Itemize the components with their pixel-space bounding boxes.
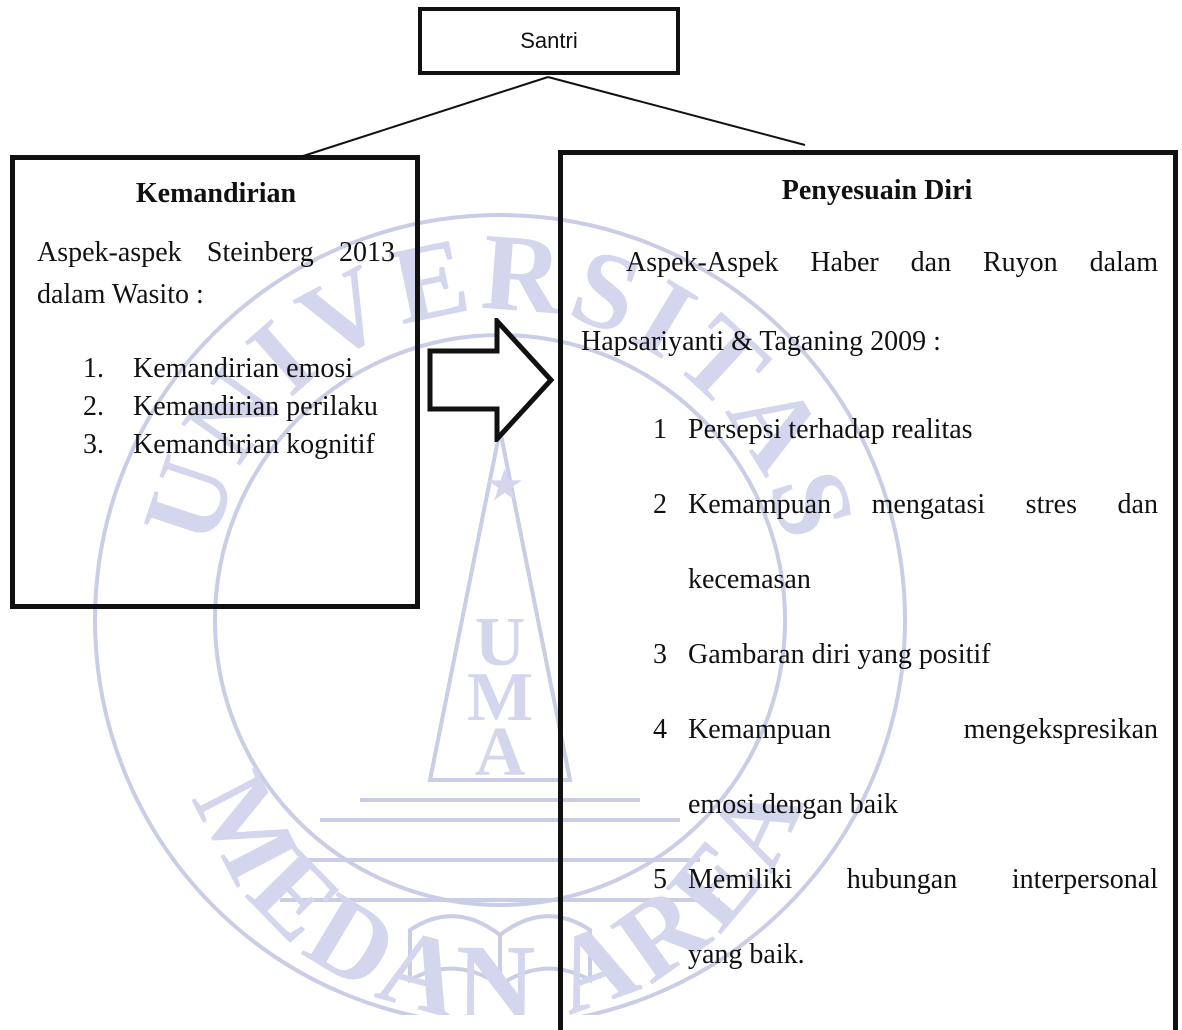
item-text: Gambaran diri yang positif bbox=[688, 639, 991, 670]
intro-line-2: Hapsariyanti & Taganing 2009 : bbox=[581, 326, 941, 357]
item-number: 4 bbox=[653, 714, 667, 745]
item-number: 2 bbox=[653, 489, 667, 520]
list-item: 1 Persepsi terhadap realitas bbox=[581, 392, 1173, 467]
item-number: 1. bbox=[83, 353, 104, 384]
item-text-continued: kecemasan bbox=[688, 564, 811, 595]
svg-text:M: M bbox=[467, 659, 533, 736]
item-text: Kemandirian kognitif bbox=[133, 429, 375, 460]
penyesuaian-diri-box: Penyesuain Diri Aspek-Aspek Haber dan Ru… bbox=[558, 150, 1178, 1030]
item-number: 3 bbox=[653, 639, 667, 670]
kemandirian-title: Kemandirian bbox=[135, 178, 297, 209]
list-item: 2. Kemandirian perilaku bbox=[37, 388, 395, 426]
svg-text:U: U bbox=[475, 604, 526, 681]
santri-label: Santri bbox=[520, 28, 578, 53]
list-item: 1. Kemandirian emosi bbox=[37, 350, 395, 388]
svg-text:A: A bbox=[475, 714, 526, 791]
connector-line-left bbox=[299, 76, 549, 158]
item-text-continued: emosi dengan baik bbox=[688, 789, 898, 820]
item-text: Kemandirian perilaku bbox=[133, 391, 378, 422]
penyesuaian-diri-title: Penyesuain Diri bbox=[781, 175, 973, 206]
item-text-continued: yang baik. bbox=[688, 939, 805, 970]
item-number: 2. bbox=[83, 391, 104, 422]
kemandirian-box: Kemandirian Aspek-aspek Steinberg 2013 d… bbox=[10, 155, 420, 609]
penyesuaian-diri-intro: Aspek-Aspek Haber dan Ruyon dalam Hapsar… bbox=[581, 242, 1173, 363]
item-text: Kemandirian emosi bbox=[133, 353, 354, 384]
intro-line-1: Aspek-Aspek Haber dan Ruyon dalam bbox=[626, 247, 1158, 278]
penyesuaian-diri-aspect-list: 1 Persepsi terhadap realitas 2 Kemampuan… bbox=[581, 392, 1173, 992]
item-text: Kemampuan mengatasi stres dan bbox=[688, 489, 1158, 520]
list-item: 3 Gambaran diri yang positif bbox=[581, 617, 1173, 692]
list-item: 4 Kemampuan mengekspresikan emosi dengan… bbox=[581, 692, 1173, 842]
item-number: 5 bbox=[653, 864, 667, 895]
list-item: 5 Memiliki hubungan interpersonal yang b… bbox=[581, 842, 1173, 992]
list-item: 3. Kemandirian kognitif bbox=[37, 426, 395, 464]
kemandirian-intro: Aspek-aspek Steinberg 2013 dalam Wasito … bbox=[37, 237, 395, 310]
kemandirian-aspect-list: 1. Kemandirian emosi 2. Kemandirian peri… bbox=[37, 350, 395, 464]
right-arrow-icon bbox=[427, 318, 555, 442]
item-text: Kemampuan mengekspresikan bbox=[688, 714, 1158, 745]
item-text: Persepsi terhadap realitas bbox=[688, 414, 973, 445]
svg-text:★: ★ bbox=[485, 460, 524, 511]
connector-line-right bbox=[547, 76, 806, 146]
santri-node: Santri bbox=[418, 7, 680, 75]
list-item: 2 Kemampuan mengatasi stres dan kecemasa… bbox=[581, 467, 1173, 617]
item-number: 1 bbox=[653, 414, 667, 445]
item-number: 3. bbox=[83, 429, 104, 460]
item-text: Memiliki hubungan interpersonal bbox=[688, 864, 1158, 895]
